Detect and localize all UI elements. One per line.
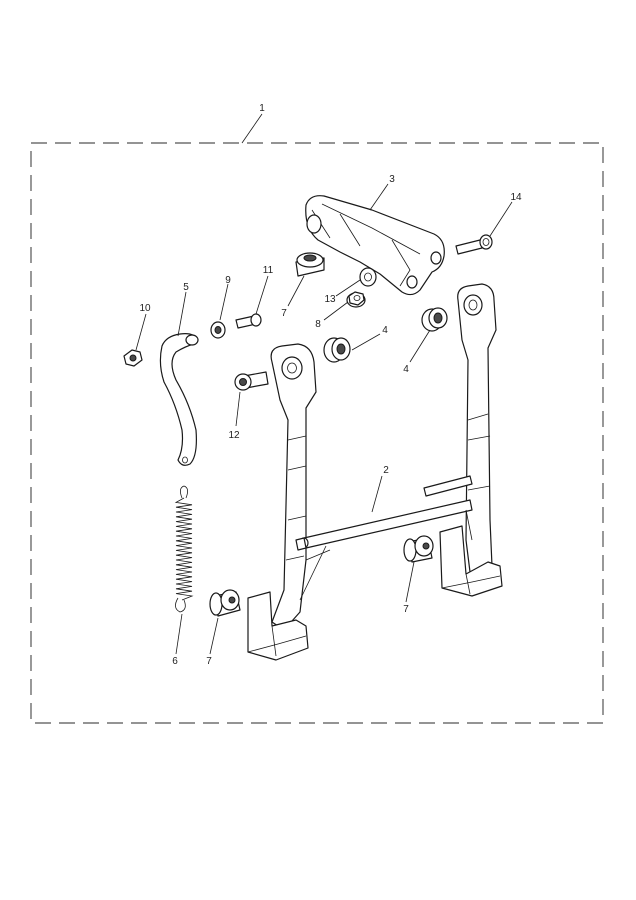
callout-1: 1: [259, 103, 265, 114]
nut-part-8: [346, 291, 366, 308]
spring-hook-plate: [159, 333, 199, 466]
screw-part-12: [234, 371, 269, 391]
callout-2: 2: [383, 465, 389, 476]
bolt-part-14: [455, 234, 493, 255]
bump-stop-top: [295, 252, 325, 277]
mounting-bracket: [305, 195, 445, 296]
washer-part-13: [359, 267, 377, 287]
callout-9: 9: [225, 275, 231, 286]
callout-4-right: 4: [403, 364, 409, 375]
callout-3: 3: [389, 174, 395, 185]
callout-12: 12: [228, 430, 240, 441]
bump-stop-lower-left: [209, 589, 241, 617]
return-spring: [174, 485, 194, 613]
callout-labels: 1 3 14 7 13 8 4 4 5 9 11 10 12 2 6 7 7: [139, 103, 522, 667]
bump-stop-lower-right: [403, 535, 434, 563]
bushing-right: [421, 307, 448, 332]
callout-11: 11: [263, 265, 274, 276]
washer-part-9: [210, 321, 226, 339]
centre-stand: [247, 283, 503, 661]
callout-5: 5: [183, 282, 189, 293]
callout-7-lower-left: 7: [206, 656, 212, 667]
nut-part-10: [123, 349, 143, 367]
bushing-left: [323, 337, 351, 363]
callout-7-top: 7: [281, 308, 287, 319]
callout-14: 14: [510, 192, 522, 203]
callout-10: 10: [139, 303, 151, 314]
callout-13: 13: [324, 294, 336, 305]
callout-8: 8: [315, 319, 321, 330]
callout-6: 6: [172, 656, 178, 667]
leader-lines: [135, 113, 513, 655]
callout-4-left: 4: [382, 325, 388, 336]
callout-7-lower-right: 7: [403, 604, 409, 615]
bolt-part-11: [235, 313, 262, 329]
